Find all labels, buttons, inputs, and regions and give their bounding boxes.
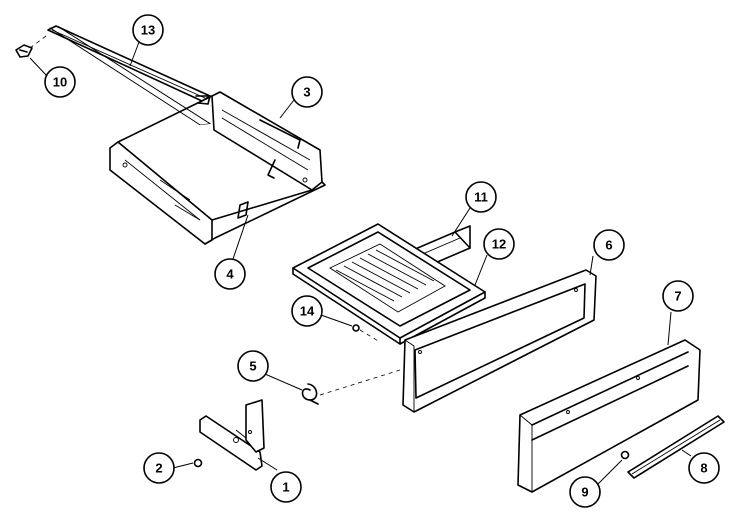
callout-14-label: 14 [300, 304, 315, 319]
part-10-clip [15, 35, 47, 58]
callout-3-label: 3 [303, 85, 310, 100]
part-2-nut [193, 458, 203, 468]
callout-5: 5 [237, 350, 269, 382]
callout-4-label: 4 [226, 267, 234, 282]
callout-13: 13 [132, 14, 164, 46]
callout-6: 6 [593, 229, 625, 261]
callout-5-label: 5 [249, 359, 256, 374]
callout-11-label: 11 [474, 190, 488, 205]
leader-lines [29, 41, 692, 486]
part-12-pan [292, 223, 486, 345]
callout-2-label: 2 [155, 461, 162, 476]
part-3-drawer-body [109, 91, 326, 245]
callout-4: 4 [214, 258, 246, 290]
callout-11: 11 [465, 181, 497, 213]
callout-1-label: 1 [282, 480, 289, 495]
callout-10: 10 [44, 66, 76, 98]
part-9-screw [620, 450, 630, 460]
callout-9: 9 [569, 476, 601, 508]
part-7-outer-front [517, 339, 701, 493]
callout-10-label: 10 [53, 75, 67, 90]
callout-12: 12 [483, 228, 515, 260]
callout-3: 3 [291, 76, 323, 108]
callout-1: 1 [270, 471, 302, 503]
callout-7: 7 [662, 280, 694, 312]
part-6-front-panel [402, 269, 597, 413]
callout-6-label: 6 [605, 238, 612, 253]
part-13-rail [47, 25, 211, 126]
callout-12-label: 12 [492, 237, 506, 252]
callout-2: 2 [143, 452, 175, 484]
callout-8: 8 [688, 452, 720, 484]
callout-13-label: 13 [141, 23, 155, 38]
callout-9-label: 9 [581, 485, 588, 500]
part-8-handle-bar [627, 415, 725, 479]
callout-7-label: 7 [674, 289, 681, 304]
callout-8-label: 8 [700, 461, 707, 476]
callout-14: 14 [291, 295, 323, 327]
part-14-screw [352, 324, 381, 343]
part-5-spring [301, 369, 401, 405]
part-1-bracket [199, 399, 265, 471]
